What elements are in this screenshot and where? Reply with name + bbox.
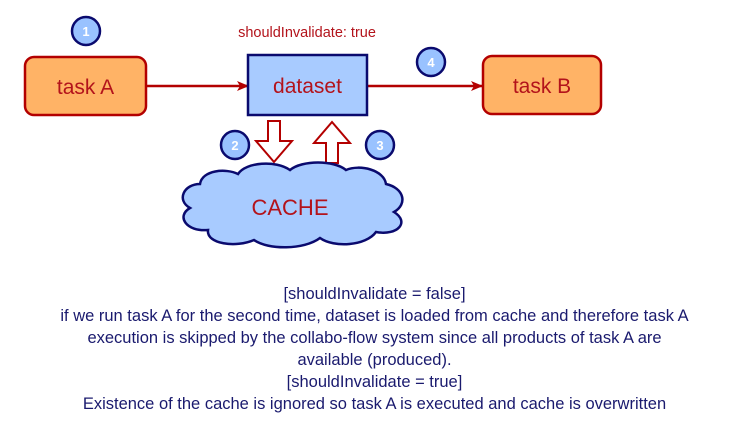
caption-line: [shouldInvalidate = true] bbox=[286, 373, 463, 391]
node-task-a: task A bbox=[23, 55, 148, 117]
node-task-b-label: task B bbox=[513, 75, 571, 98]
node-dataset-label: dataset bbox=[273, 75, 342, 98]
step-badge-2: 2 bbox=[219, 129, 251, 161]
step-badge-3: 3 bbox=[364, 129, 396, 161]
step-badge-4-label: 4 bbox=[427, 55, 435, 70]
node-task-b: task B bbox=[481, 54, 603, 116]
caption-line: execution is skipped by the collabo-flow… bbox=[87, 329, 662, 347]
caption-line: [shouldInvalidate = false] bbox=[283, 285, 466, 303]
step-badge-3-label: 3 bbox=[376, 138, 383, 153]
caption-line: available (produced). bbox=[297, 351, 452, 369]
step-badge-4: 4 bbox=[415, 46, 447, 78]
node-cache-label: CACHE bbox=[251, 195, 328, 220]
arrow-down-to-cache bbox=[253, 120, 295, 164]
step-badge-1-label: 1 bbox=[82, 24, 89, 39]
should-invalidate-annotation: shouldInvalidate: true bbox=[238, 25, 376, 41]
caption-line: Existence of the cache is ignored so tas… bbox=[82, 395, 667, 413]
explanation-caption: [shouldInvalidate = false] if we run tas… bbox=[0, 283, 749, 415]
caption-line: if we run task A for the second time, da… bbox=[60, 307, 689, 325]
arrow-up-from-cache bbox=[311, 120, 353, 164]
node-task-a-label: task A bbox=[57, 76, 114, 99]
step-badge-2-label: 2 bbox=[231, 138, 238, 153]
step-badge-1: 1 bbox=[70, 15, 102, 47]
flow-diagram: task A dataset shouldInvalidate: true ta… bbox=[23, 15, 603, 249]
node-dataset: dataset bbox=[246, 53, 369, 117]
node-cache: CACHE bbox=[181, 161, 404, 249]
